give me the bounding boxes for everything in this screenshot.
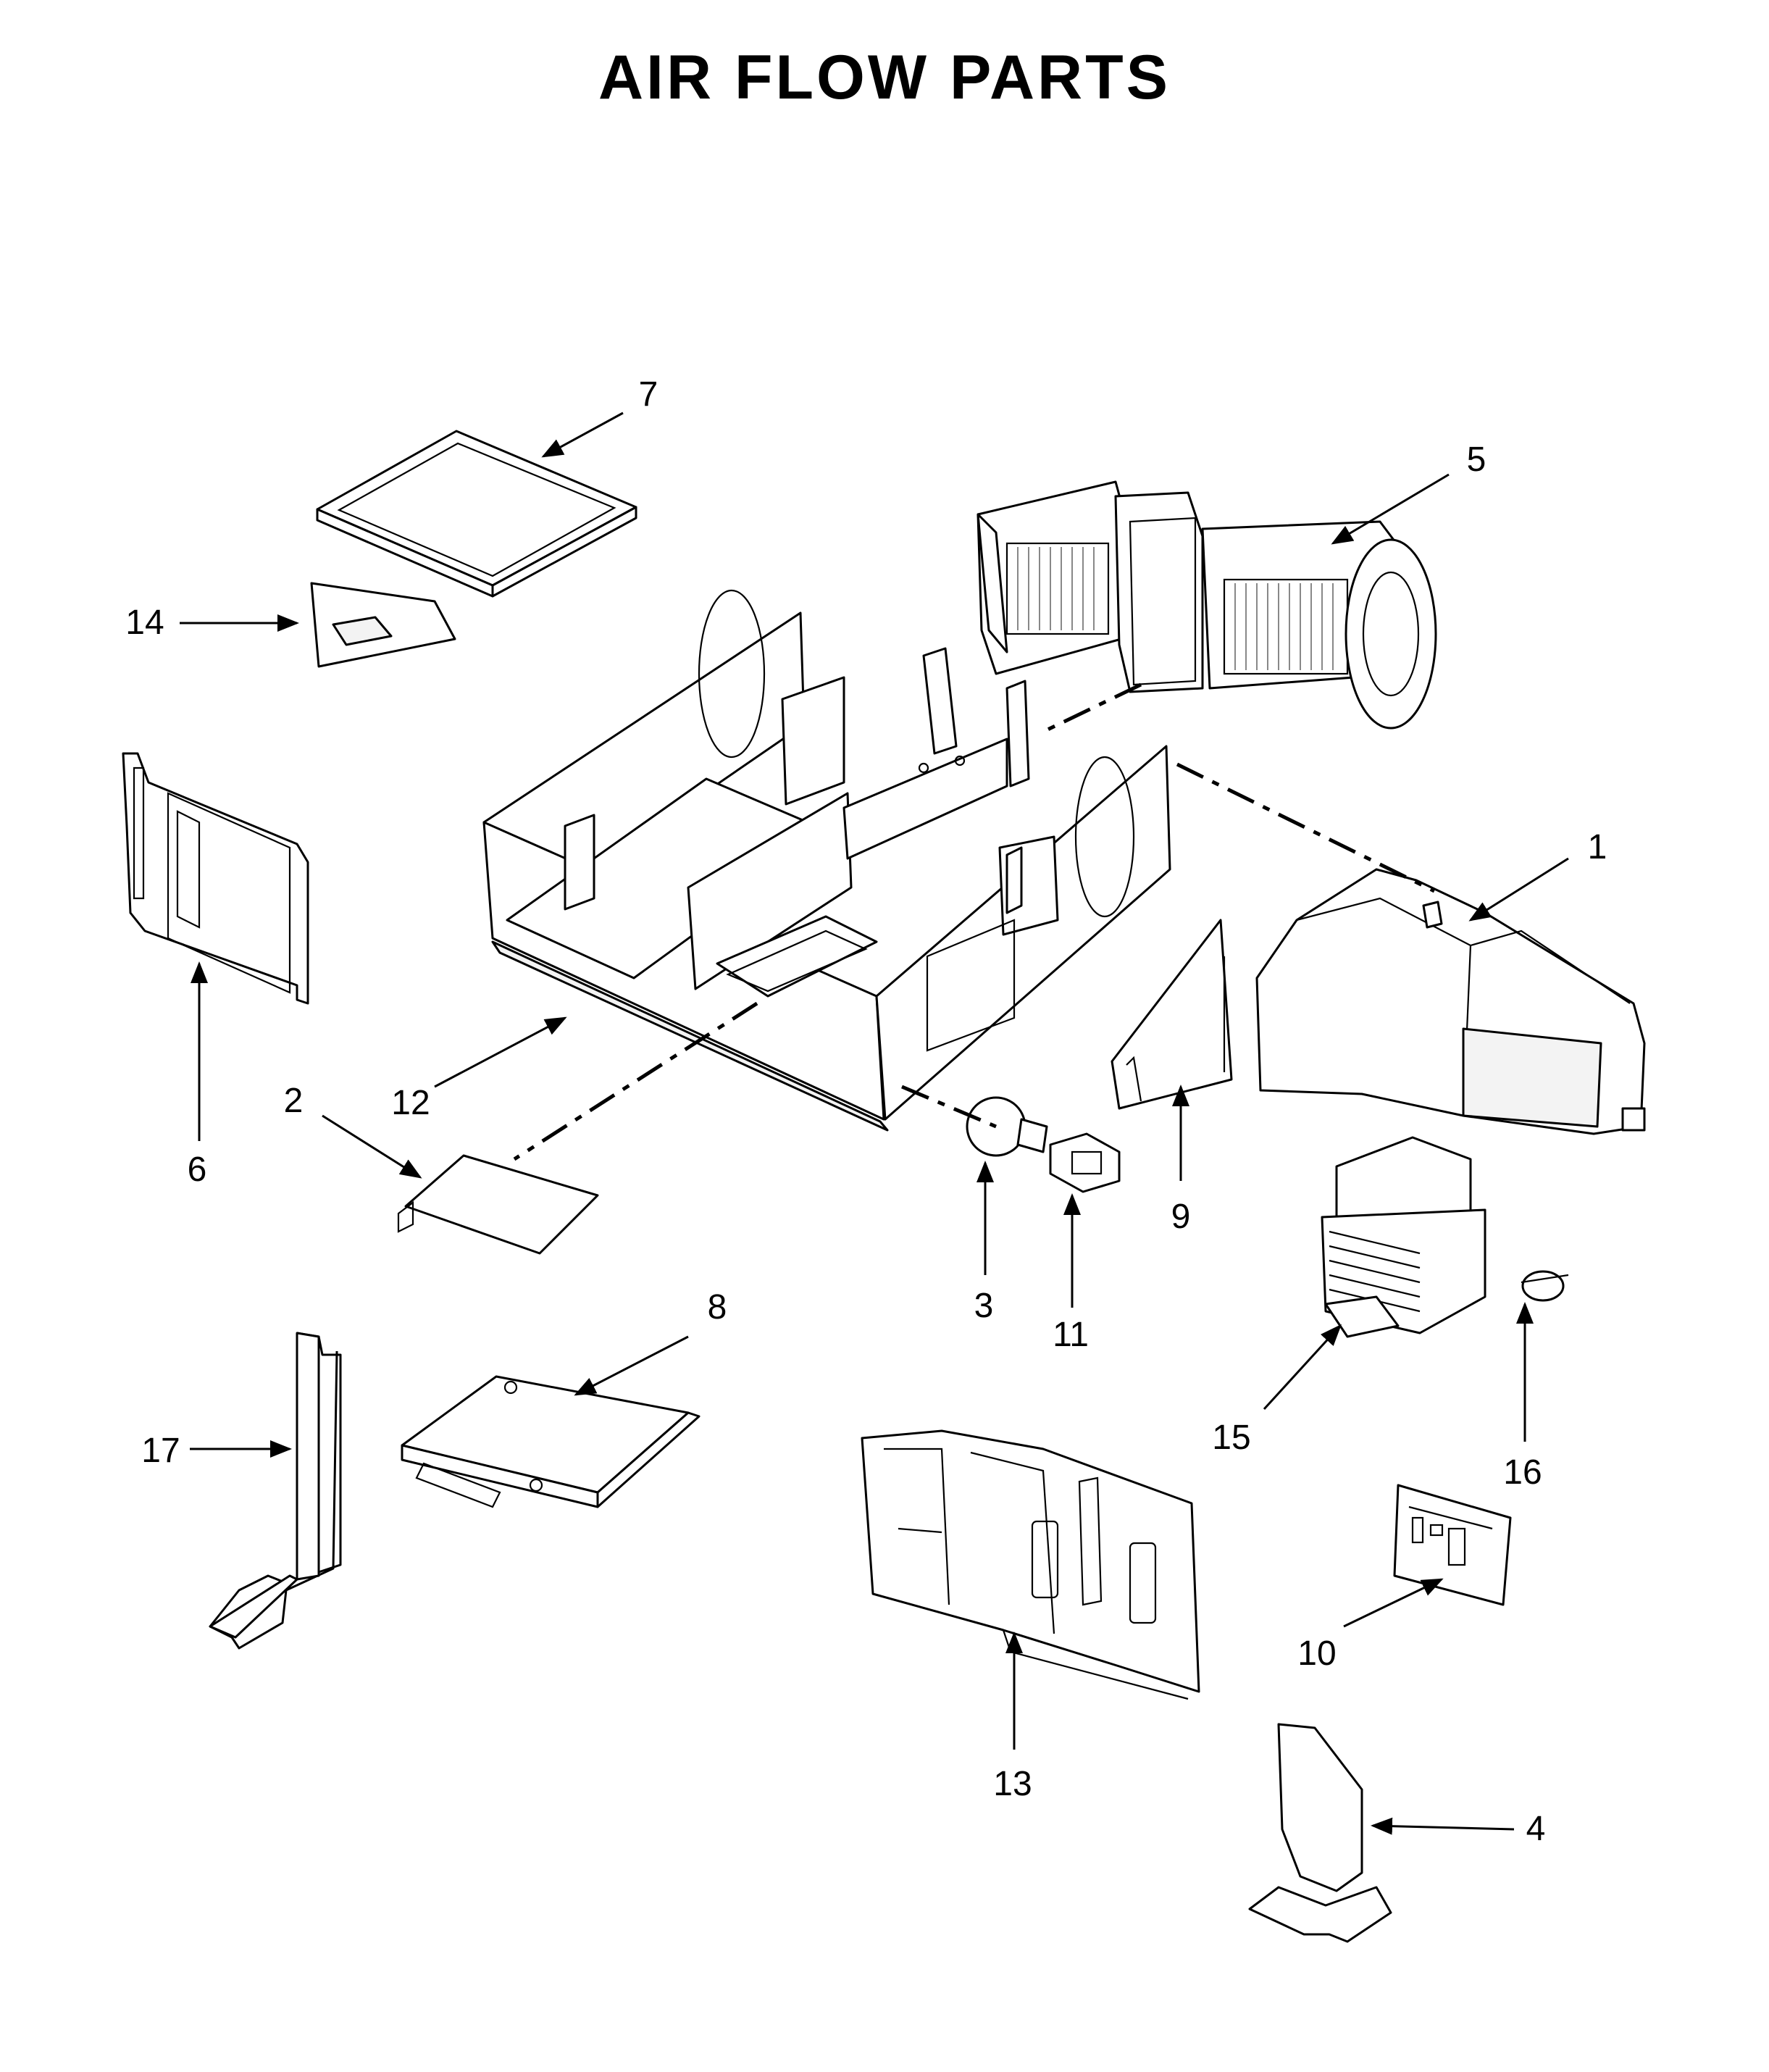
callout-16: 16 bbox=[1503, 1453, 1542, 1492]
diagram-title: AIR FLOW PARTS bbox=[598, 43, 1171, 112]
leader-lines bbox=[180, 412, 1569, 1835]
callout-17: 17 bbox=[141, 1432, 180, 1470]
leader-2 bbox=[322, 1114, 422, 1179]
callout-2: 2 bbox=[284, 1082, 304, 1120]
callout-10: 10 bbox=[1297, 1634, 1336, 1673]
part-13-rear-panel bbox=[861, 1429, 1200, 1700]
leader-15 bbox=[1263, 1324, 1342, 1411]
callout-15: 15 bbox=[1212, 1419, 1250, 1457]
callout-14: 14 bbox=[125, 603, 164, 642]
callout-6: 6 bbox=[188, 1150, 207, 1189]
leader-10 bbox=[1343, 1578, 1444, 1628]
part-6-side-bracket bbox=[122, 752, 309, 1005]
callout-3: 3 bbox=[974, 1287, 994, 1325]
part-17-bracket bbox=[209, 1332, 342, 1650]
callout-1: 1 bbox=[1588, 828, 1607, 866]
callout-12: 12 bbox=[391, 1084, 430, 1122]
leader-1 bbox=[1468, 857, 1569, 922]
part-16-thermostat bbox=[1521, 1270, 1569, 1302]
part-1-duct bbox=[1255, 868, 1646, 1135]
part-7-filter-frame bbox=[316, 430, 637, 598]
leader-5 bbox=[1331, 473, 1450, 545]
part-5-blower-assembly bbox=[976, 480, 1437, 730]
callout-11: 11 bbox=[1053, 1316, 1089, 1354]
part-15-transformer bbox=[1321, 1136, 1486, 1338]
callout-7: 7 bbox=[639, 375, 658, 414]
callout-13: 13 bbox=[993, 1765, 1032, 1803]
part-12-air-duct-housing bbox=[482, 589, 1171, 1132]
part-10-label-plate bbox=[1393, 1484, 1512, 1606]
callout-4: 4 bbox=[1526, 1810, 1546, 1848]
callout-labels: 1 2 3 4 5 6 7 8 9 10 11 12 13 14 15 16 1… bbox=[125, 375, 1607, 1848]
leader-8 bbox=[574, 1335, 689, 1396]
part-4-duct-adaptor bbox=[1248, 1723, 1392, 1943]
callout-9: 9 bbox=[1171, 1198, 1191, 1236]
assembly-lines bbox=[513, 682, 1436, 1161]
part-9-bracket bbox=[1111, 919, 1233, 1110]
leader-7 bbox=[541, 412, 624, 458]
part-3-light-bulb bbox=[966, 1096, 1048, 1157]
part-14-filter-plate bbox=[310, 582, 456, 668]
part-2-plate bbox=[397, 1154, 599, 1255]
callout-5: 5 bbox=[1467, 440, 1486, 479]
part-8-cover-plate bbox=[401, 1375, 701, 1508]
leader-4 bbox=[1371, 1817, 1515, 1835]
leader-12 bbox=[434, 1016, 567, 1088]
part-11-lamp-socket bbox=[1049, 1132, 1121, 1193]
callout-8: 8 bbox=[708, 1288, 727, 1327]
